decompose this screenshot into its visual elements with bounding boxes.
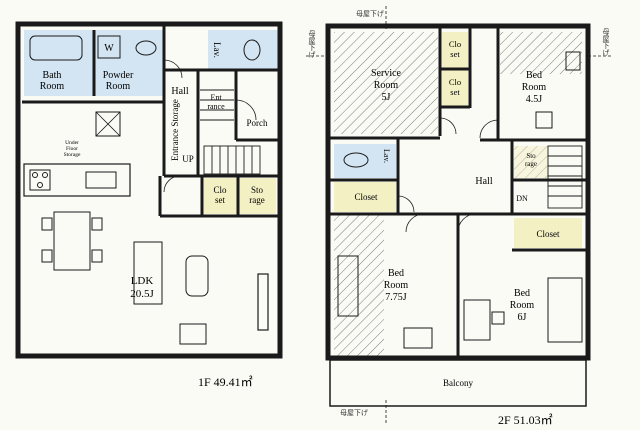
floor-1f-outline xyxy=(15,21,283,359)
hall-2f-label: Hall xyxy=(475,176,492,187)
stairs-1f xyxy=(203,145,261,175)
floor-2f-interior-walls xyxy=(330,28,586,356)
lavatory-1f-fill xyxy=(208,30,278,70)
stairs-up-label: UP xyxy=(182,154,194,164)
under-floor-hatch-icon xyxy=(95,111,121,137)
storage-1f-fill xyxy=(238,178,276,214)
stairs-dn-label: DN xyxy=(516,194,528,203)
hall-1f-label: Hall xyxy=(171,86,188,97)
closet-2f-a-fill xyxy=(442,32,468,68)
ceiling-note-bottom: 母屋下げ xyxy=(340,408,368,417)
entrance-steps xyxy=(200,89,234,121)
desk-bed-2-icon xyxy=(403,327,433,349)
closet-2f-d-label: Closet xyxy=(536,229,560,239)
balcony-label: Balcony xyxy=(443,378,473,388)
bathtub-icon xyxy=(29,35,83,61)
desk-bed-3-icon xyxy=(463,299,491,341)
floor-1f-interior-walls xyxy=(22,24,278,218)
service-room-hatch xyxy=(334,32,438,134)
bed-3-icon xyxy=(547,277,583,343)
sofa-icon xyxy=(133,241,163,305)
closet-2f-c-fill xyxy=(334,182,396,212)
floor-2f-outline xyxy=(325,23,591,361)
floor-1f-caption: 1F 49.41㎡ xyxy=(198,375,253,389)
ceiling-markers xyxy=(306,6,612,424)
toilet-1f-icon xyxy=(243,39,261,61)
stove-icon xyxy=(29,169,51,191)
toilet-2f-icon xyxy=(343,152,369,168)
bed-2-icon xyxy=(337,255,359,317)
door-swings-1f xyxy=(163,59,257,193)
tv-board-icon xyxy=(257,273,269,331)
powder-room-fill xyxy=(94,30,164,96)
storage-2f-fill xyxy=(514,146,548,178)
lavatory-2f-label: Lav. xyxy=(382,149,391,163)
washer-label: W xyxy=(104,43,114,54)
balcony-outline xyxy=(329,359,587,407)
chair-bed-3-icon xyxy=(491,311,505,325)
wash-basin-icon xyxy=(135,40,157,56)
lavatory-1f-label: Lav. xyxy=(212,42,222,58)
entrance-storage-label: Entrance Storage xyxy=(170,99,180,161)
porch-label: Porch xyxy=(247,118,268,128)
ceiling-note-top: 母屋下げ xyxy=(356,9,384,18)
side-table-icon xyxy=(185,255,209,297)
closet-1f-fill xyxy=(204,178,238,214)
bed-room-1-hatch xyxy=(500,32,582,74)
stairs-2f xyxy=(547,145,583,209)
floor-2f-caption: 2F 51.03㎡ xyxy=(498,413,553,427)
closet-2f-d-fill xyxy=(514,218,582,248)
door-swings-2f xyxy=(397,117,499,233)
shelf-bed-1-icon xyxy=(565,51,581,71)
ceiling-note-left: 母屋下げ xyxy=(308,30,316,59)
kitchen-sink-icon xyxy=(85,171,117,189)
desk-bed-1-icon xyxy=(535,111,553,129)
washing-machine-icon xyxy=(97,35,121,59)
closet-2f-c-label: Closet xyxy=(354,192,378,202)
bed-room-2-hatch xyxy=(334,214,384,356)
kitchen-counter xyxy=(23,163,131,197)
closet-2f-b-fill xyxy=(442,70,468,106)
ceiling-note-right: 母屋下げ xyxy=(602,28,610,57)
coffee-table-icon xyxy=(179,323,207,345)
dining-table-icon xyxy=(41,211,103,271)
